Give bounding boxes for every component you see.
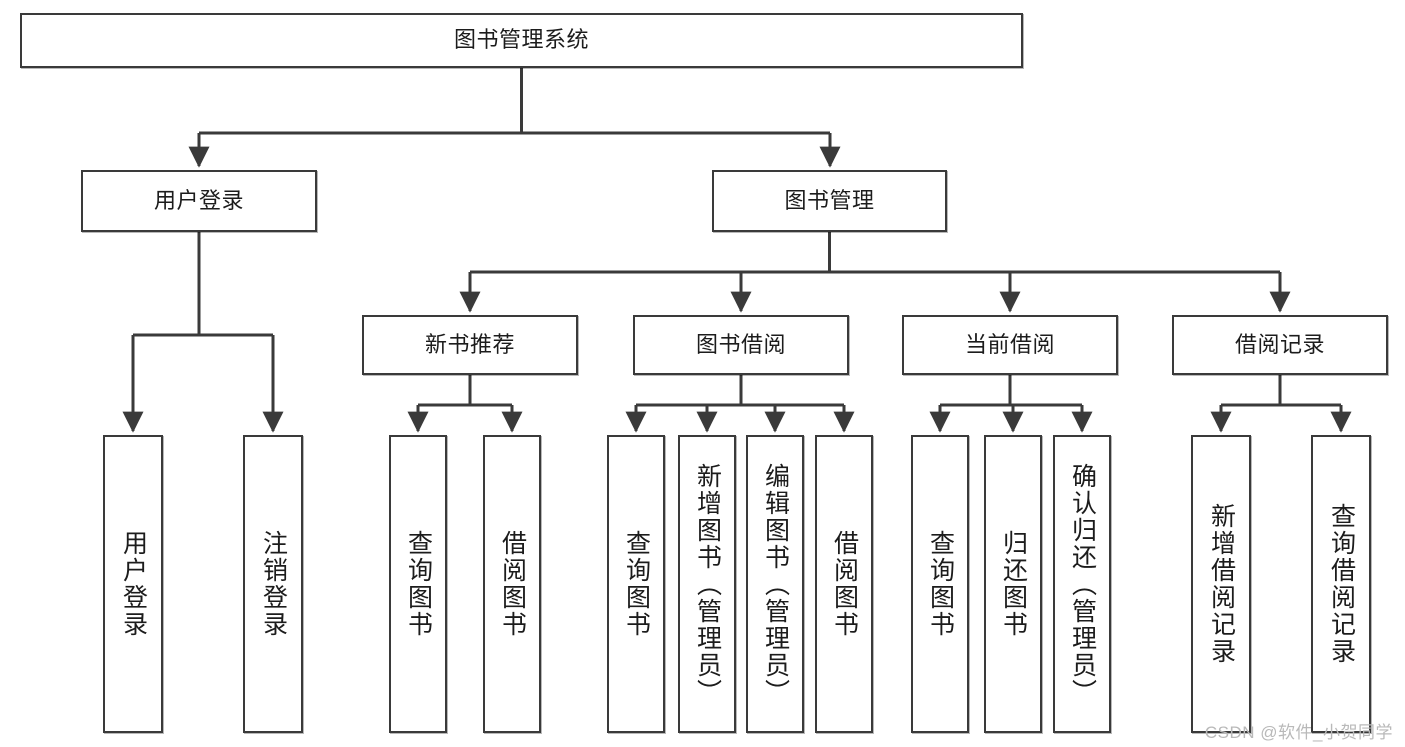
node-leaf-add-book[interactable]: 新增图书（管理员） xyxy=(678,435,736,733)
node-label: 新增借阅记录 xyxy=(1207,503,1236,665)
node-label: 查询图书 xyxy=(926,530,955,638)
node-leaf-query-book-cur[interactable]: 查询图书 xyxy=(911,435,969,733)
node-label: 当前借阅 xyxy=(964,331,1055,357)
node-label: 查询借阅记录 xyxy=(1327,503,1356,665)
node-label: 图书借阅 xyxy=(695,331,786,357)
node-label: 借阅图书 xyxy=(498,530,527,638)
node-leaf-query-record[interactable]: 查询借阅记录 xyxy=(1311,435,1371,733)
node-leaf-query-book-new[interactable]: 查询图书 xyxy=(389,435,447,733)
node-label: 查询图书 xyxy=(622,530,651,638)
node-label: 借阅图书 xyxy=(830,530,859,638)
node-login[interactable]: 用户登录 xyxy=(81,170,317,232)
node-leaf-query-book[interactable]: 查询图书 xyxy=(607,435,665,733)
node-borrow[interactable]: 图书借阅 xyxy=(633,315,849,375)
node-leaf-user-login[interactable]: 用户登录 xyxy=(103,435,163,733)
node-newbook[interactable]: 新书推荐 xyxy=(362,315,578,375)
node-label: 借阅记录 xyxy=(1234,331,1325,357)
node-root[interactable]: 图书管理系统 xyxy=(20,13,1023,68)
node-label: 新增图书（管理员） xyxy=(693,462,722,706)
node-leaf-return-book[interactable]: 归还图书 xyxy=(984,435,1042,733)
node-label: 新书推荐 xyxy=(424,331,515,357)
node-current[interactable]: 当前借阅 xyxy=(902,315,1118,375)
node-leaf-edit-book[interactable]: 编辑图书（管理员） xyxy=(746,435,804,733)
node-label: 图书管理系统 xyxy=(453,27,589,53)
node-label: 图书管理 xyxy=(784,187,875,213)
node-label: 用户登录 xyxy=(119,530,148,638)
node-leaf-borrow-book[interactable]: 借阅图书 xyxy=(815,435,873,733)
node-label: 查询图书 xyxy=(404,530,433,638)
node-bookmgmt[interactable]: 图书管理 xyxy=(712,170,947,232)
node-leaf-confirm-return[interactable]: 确认归还（管理员） xyxy=(1053,435,1111,733)
node-leaf-add-record[interactable]: 新增借阅记录 xyxy=(1191,435,1251,733)
node-label: 用户登录 xyxy=(153,187,244,213)
node-label: 编辑图书（管理员） xyxy=(761,462,790,706)
node-leaf-borrow-book-new[interactable]: 借阅图书 xyxy=(483,435,541,733)
node-label: 注销登录 xyxy=(259,530,288,638)
node-leaf-logout-login[interactable]: 注销登录 xyxy=(243,435,303,733)
node-label: 归还图书 xyxy=(999,530,1028,638)
node-label: 确认归还（管理员） xyxy=(1068,462,1097,706)
node-records[interactable]: 借阅记录 xyxy=(1172,315,1388,375)
